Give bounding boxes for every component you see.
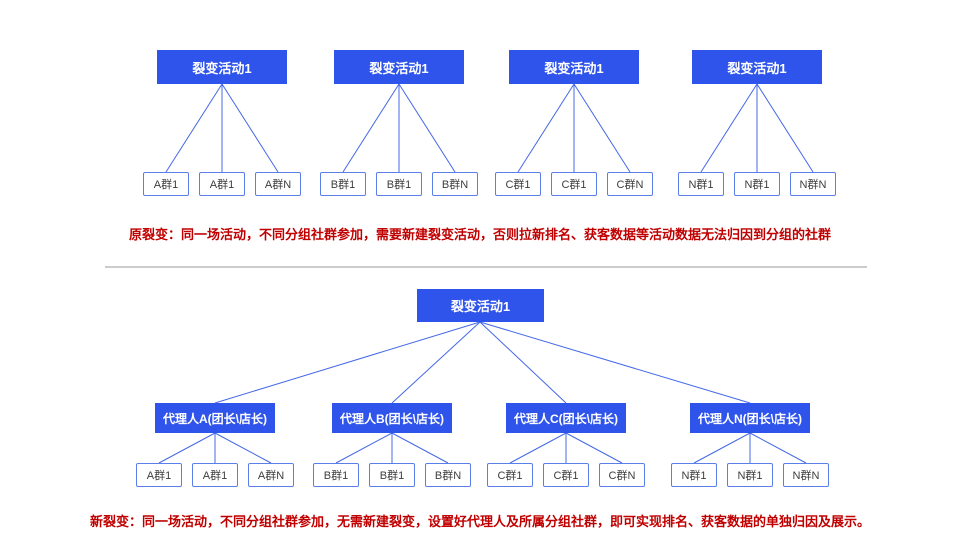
agent-group-leaf-an: A群N: [248, 463, 294, 487]
agent-group-leaf-bn: B群N: [425, 463, 471, 487]
activity-node-3: 裂变活动1: [509, 50, 639, 84]
agent-node-c: 代理人C(团长\店长): [506, 403, 626, 433]
agent-group-leaf-n1: N群1: [671, 463, 717, 487]
group-leaf-c1: C群1: [495, 172, 541, 196]
agent-group-leaf-n2: N群1: [727, 463, 773, 487]
agent-group-leaf-c1: C群1: [487, 463, 533, 487]
activity-root-node: 裂变活动1: [417, 289, 544, 322]
agent-node-a: 代理人A(团长\店长): [155, 403, 275, 433]
activity-node-1: 裂变活动1: [157, 50, 287, 84]
agent-group-leaf-cn: C群N: [599, 463, 645, 487]
agent-group-leaf-c2: C群1: [543, 463, 589, 487]
group-leaf-b2: B群1: [376, 172, 422, 196]
group-leaf-a2: A群1: [199, 172, 245, 196]
section-divider: [105, 266, 867, 268]
agent-group-leaf-nn: N群N: [783, 463, 829, 487]
group-leaf-c2: C群1: [551, 172, 597, 196]
group-leaf-n2: N群1: [734, 172, 780, 196]
group-leaf-cn: C群N: [607, 172, 653, 196]
group-leaf-bn: B群N: [432, 172, 478, 196]
agent-group-leaf-b2: B群1: [369, 463, 415, 487]
group-leaf-nn: N群N: [790, 172, 836, 196]
old-fission-caption: 原裂变：同一场活动，不同分组社群参加，需要新建裂变活动，否则拉新排名、获客数据等…: [128, 227, 831, 242]
agent-node-b: 代理人B(团长\店长): [332, 403, 452, 433]
group-leaf-b1: B群1: [320, 172, 366, 196]
group-leaf-an: A群N: [255, 172, 301, 196]
group-leaf-a1: A群1: [143, 172, 189, 196]
activity-node-2: 裂变活动1: [334, 50, 464, 84]
new-fission-caption: 新裂变：同一场活动，不同分组社群参加，无需新建裂变，设置好代理人及所属分组社群，…: [89, 514, 870, 529]
agent-group-leaf-b1: B群1: [313, 463, 359, 487]
activity-node-4: 裂变活动1: [692, 50, 822, 84]
group-leaf-n1: N群1: [678, 172, 724, 196]
agent-group-leaf-a1: A群1: [136, 463, 182, 487]
agent-group-leaf-a2: A群1: [192, 463, 238, 487]
agent-node-n: 代理人N(团长\店长): [690, 403, 810, 433]
